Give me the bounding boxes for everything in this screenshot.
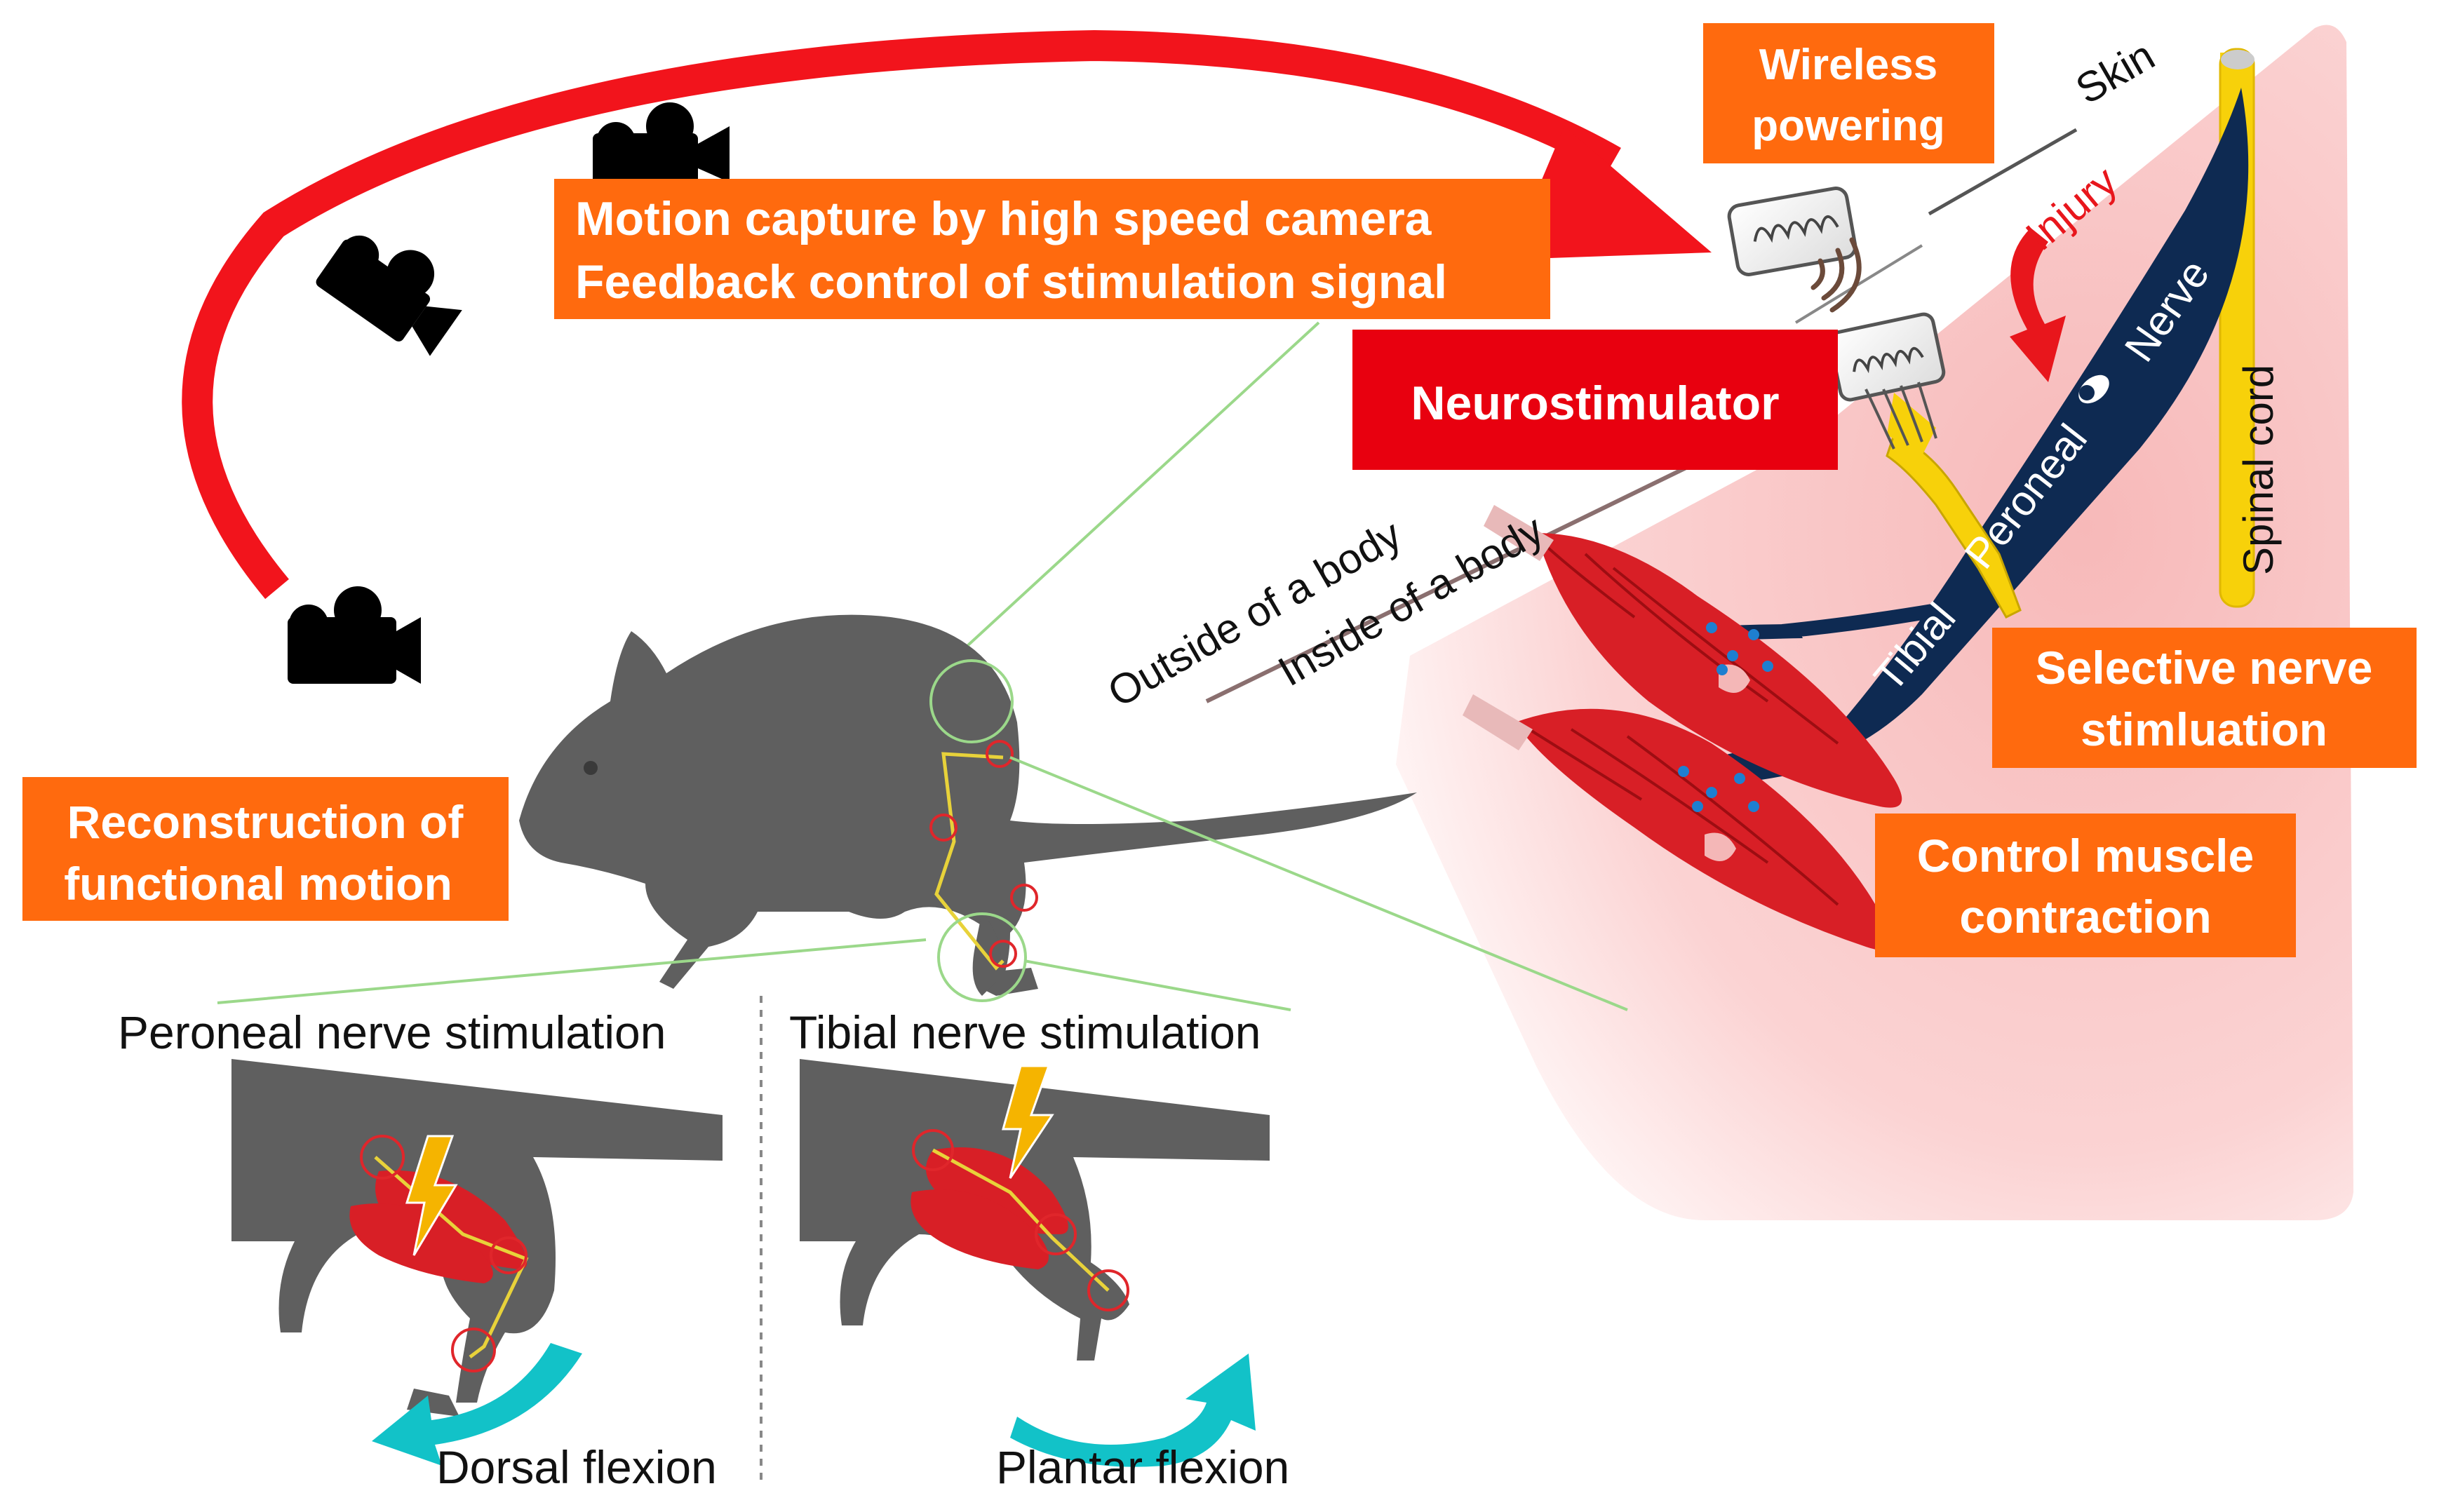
feedback-arrow-head	[1508, 126, 1712, 259]
tibial-leg-illustration	[800, 1059, 1270, 1361]
svg-text:Wireless: Wireless	[1759, 41, 1937, 89]
rat-silhouette	[519, 614, 1417, 996]
peroneal-leg-illustration	[231, 1059, 723, 1417]
video-camera-icon	[593, 102, 730, 189]
reconstruction-box: Reconstruction of functional motion	[22, 777, 509, 921]
muscle-lower	[1463, 664, 1894, 951]
svg-text:powering: powering	[1752, 102, 1945, 150]
svg-text:Neurostimulator: Neurostimulator	[1411, 377, 1779, 430]
implant-electrode	[1886, 393, 2022, 619]
neurostimulator-box: Neurostimulator	[1352, 330, 1838, 470]
svg-text:Control muscle: Control muscle	[1917, 830, 2254, 882]
wireless-signal-icon	[1810, 237, 1862, 313]
peroneal-stimulation-caption: Peroneal nerve stimulation	[118, 1006, 666, 1058]
svg-text:Feedback control of stimulatio: Feedback control of stimulation signal	[575, 255, 1447, 309]
video-camera-icon	[316, 235, 462, 356]
rat-eye	[584, 761, 598, 775]
plantar-flexion-arrow	[1010, 1354, 1256, 1467]
motion-capture-box: Motion capture by high speed camera Feed…	[554, 179, 1550, 319]
selective-stimulation-box: Selective nerve stimluation	[1992, 628, 2417, 768]
tibial-stimulation-caption: Tibial nerve stimulation	[789, 1006, 1261, 1058]
external-coil-icon	[1727, 187, 1857, 276]
injury-arrow	[2010, 228, 2066, 382]
body-boundary-line	[1205, 433, 1755, 703]
dorsal-flexion-arrow	[372, 1343, 582, 1466]
svg-text:Reconstruction of: Reconstruction of	[67, 796, 464, 848]
skin-label: Skin	[2068, 32, 2163, 113]
video-camera-icon	[288, 586, 421, 684]
leg-joint-line	[934, 752, 1005, 971]
wireless-powering-box: Wireless powering	[1703, 23, 1994, 163]
zoom-guides	[217, 321, 1628, 1011]
control-muscle-box: Control muscle contraction	[1875, 814, 2296, 957]
feedback-arrow	[182, 29, 1621, 600]
skin-line	[1928, 128, 2078, 216]
skin-edge-line	[1794, 244, 1923, 324]
nerve-endings	[1678, 622, 1773, 812]
lightning-icon	[405, 1135, 458, 1256]
dorsal-flexion-caption: Dorsal flexion	[436, 1441, 717, 1493]
joint-markers	[929, 740, 1038, 968]
svg-text:functional motion: functional motion	[64, 858, 452, 910]
lightning-icon	[1002, 1065, 1054, 1179]
svg-text:stimluation: stimluation	[2081, 703, 2327, 755]
wireless-coil-icon	[1828, 312, 1946, 450]
svg-text:Selective nerve: Selective nerve	[2036, 642, 2373, 694]
spinal-cord-label: Spinal cord	[2235, 365, 2282, 575]
svg-text:Motion capture by high speed c: Motion capture by high speed camera	[575, 192, 1432, 245]
svg-text:contraction: contraction	[1959, 891, 2211, 943]
plantar-flexion-caption: Plantar flexion	[996, 1441, 1289, 1493]
